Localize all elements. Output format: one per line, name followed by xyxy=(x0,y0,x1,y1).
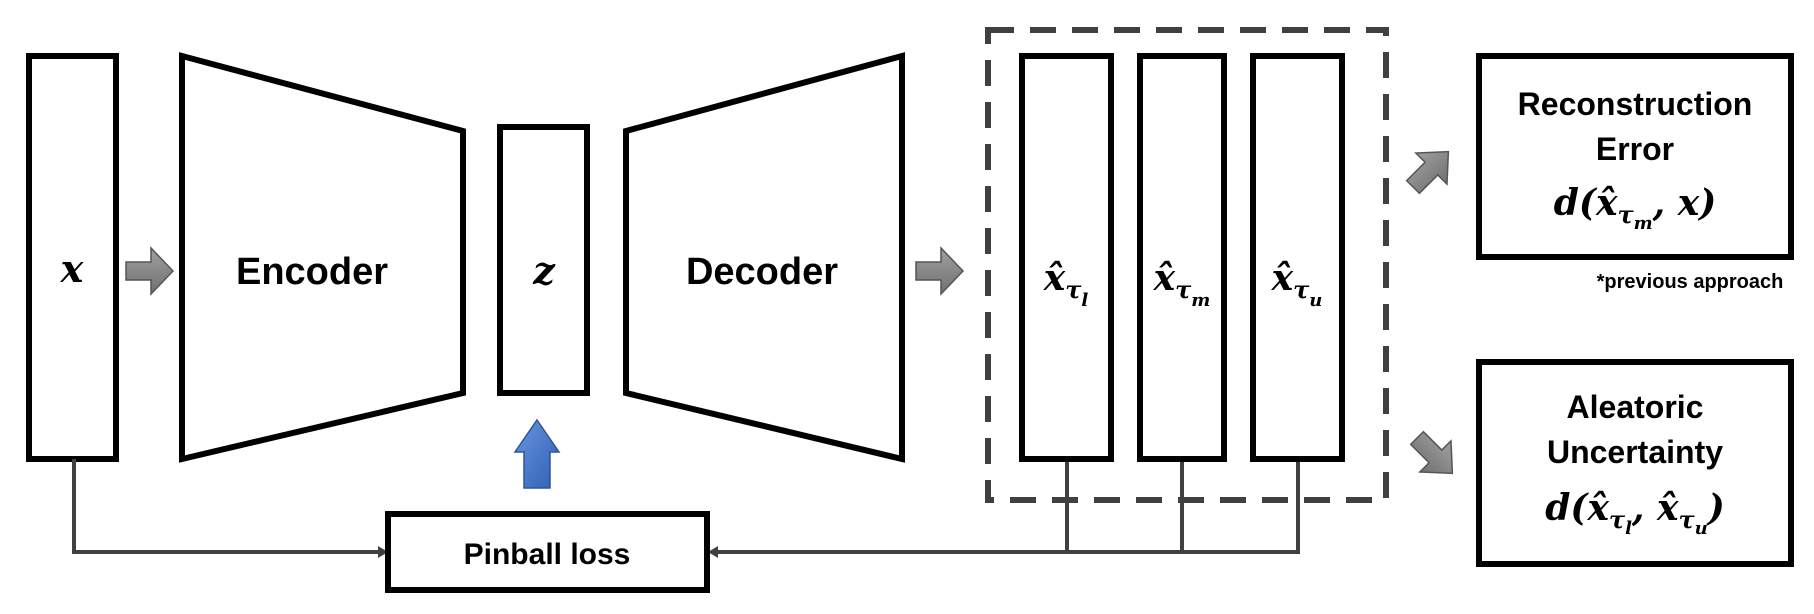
reconstruction-formula: d(x̂τm, x) xyxy=(1554,182,1716,234)
svg-text:Uncertainty: Uncertainty xyxy=(1547,434,1723,470)
loss-label: Pinball loss xyxy=(464,538,631,571)
svg-text:x̂τm: x̂τm xyxy=(1153,257,1211,311)
arrow-down-right-icon xyxy=(1409,430,1454,475)
svg-text:x̂τu: x̂τu xyxy=(1271,257,1323,311)
latent-block: z xyxy=(497,124,590,396)
arrowhead-icon xyxy=(708,546,718,558)
decoder-label: Decoder xyxy=(686,251,838,293)
svg-text:Reconstruction: Reconstruction xyxy=(1518,86,1753,122)
arrow-right-icon xyxy=(915,246,965,296)
output-upper-quantile: x̂τu xyxy=(1250,53,1345,462)
arrowhead-icon xyxy=(378,546,388,558)
output-symbol: x̂ xyxy=(1271,257,1294,299)
output-median-quantile: x̂τm xyxy=(1137,53,1227,462)
latent-symbol: z xyxy=(532,248,556,293)
pinball-loss-block: Pinball loss xyxy=(385,511,710,593)
output-symbol: x̂ xyxy=(1153,257,1176,299)
svg-text:x̂τl: x̂τl xyxy=(1043,257,1089,311)
svg-text:Aleatoric: Aleatoric xyxy=(1567,389,1704,425)
output-lower-quantile: x̂τl xyxy=(1019,53,1114,462)
previous-approach-note: *previous approach xyxy=(1597,271,1784,293)
encoder-label: Encoder xyxy=(236,251,388,293)
quantile-outputs-group xyxy=(985,27,1389,503)
decoder-block: Decoder xyxy=(623,52,905,463)
output-symbol: x̂ xyxy=(1043,257,1066,299)
input-symbol: x xyxy=(60,246,85,291)
wire-input-to-loss xyxy=(72,459,380,554)
reconstruction-error-block: Reconstruction Error d(x̂τm, x) xyxy=(1476,53,1794,260)
svg-text:Error: Error xyxy=(1596,131,1674,167)
input-block: x xyxy=(26,53,119,462)
aleatoric-formula: d(x̂τl, x̂τu) xyxy=(1545,487,1725,539)
encoder-block: Encoder xyxy=(179,52,466,463)
wire-outputs-to-loss xyxy=(716,459,1300,554)
arrow-right-icon xyxy=(125,246,175,296)
aleatoric-uncertainty-block: Aleatoric Uncertainty d(x̂τl, x̂τu) xyxy=(1476,359,1794,567)
arrow-up-right-icon xyxy=(1405,150,1450,195)
arrow-up-icon xyxy=(513,418,561,489)
